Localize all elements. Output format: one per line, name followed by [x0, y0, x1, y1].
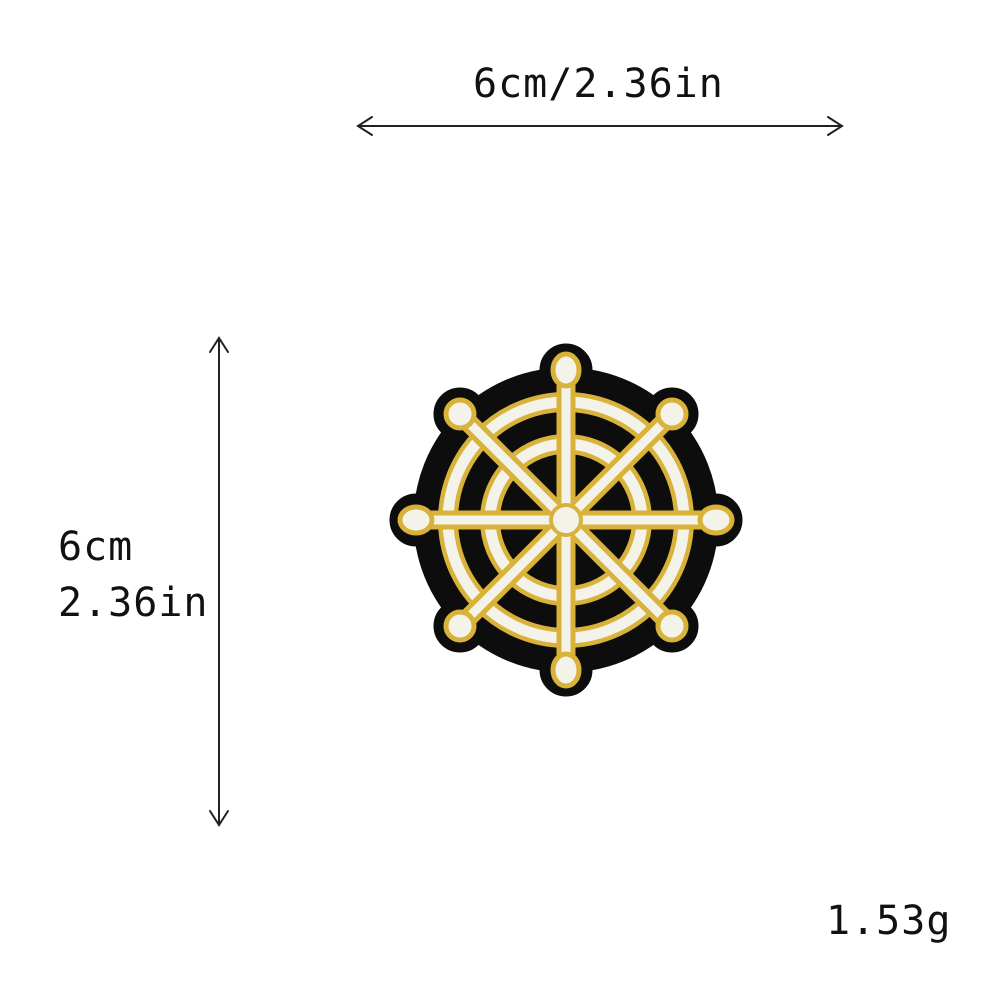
weight-label: 1.53g: [826, 898, 952, 944]
height-dimension-in-label: 2.36in: [58, 580, 209, 626]
width-dimension-label: 6cm/2.36in: [473, 61, 724, 107]
height-dimension-cm-label: 6cm: [58, 524, 134, 570]
double-arrow-horizontal-icon: [356, 116, 844, 136]
ship-wheel-patch-icon: [389, 343, 743, 697]
double-arrow-vertical-icon: [209, 336, 229, 827]
